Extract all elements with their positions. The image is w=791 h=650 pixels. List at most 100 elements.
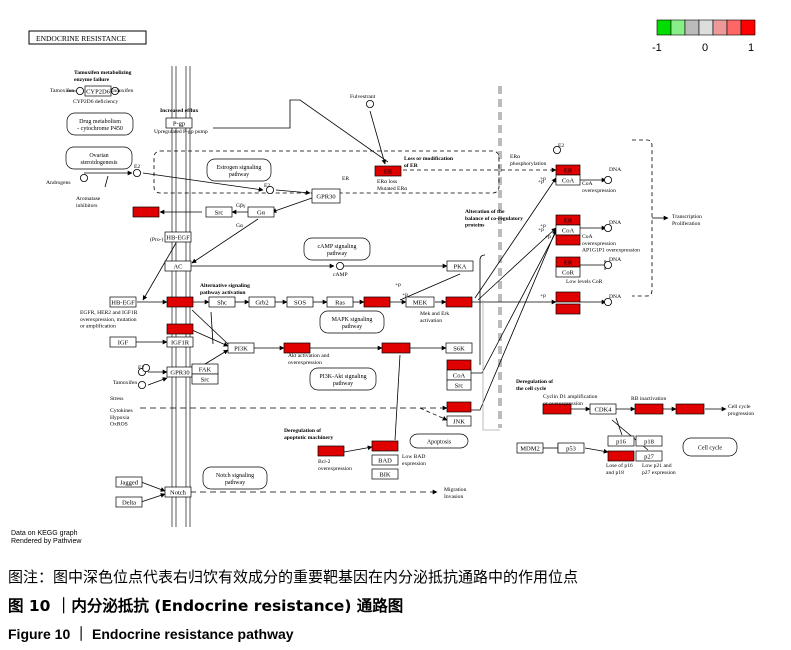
gene-label: p18	[644, 439, 654, 446]
gene-node-notch[interactable]: Notch	[164, 486, 192, 498]
gene-node-p27[interactable]: p27	[635, 450, 663, 462]
gene-node-coa_b[interactable]: CoA	[446, 369, 472, 381]
gene-node-bcl2b[interactable]	[371, 440, 399, 452]
gene-node-p21[interactable]	[607, 450, 635, 462]
pathway-apoptosis[interactable]: Apoptosis	[409, 433, 469, 449]
figure-title-en: Figure 10 ｜ Endocrine resistance pathway	[8, 626, 294, 642]
gene-node-cycd1[interactable]	[542, 403, 572, 415]
gene-node-delta[interactable]: Delta	[115, 496, 143, 508]
gene-node-src[interactable]: Src	[205, 206, 233, 218]
gene-node-bcl2[interactable]	[317, 445, 345, 457]
gene-node-gpr30b[interactable]: GPR30	[166, 366, 194, 378]
gene-node-mtor[interactable]	[381, 342, 411, 354]
gene-node-cor[interactable]: CoR	[555, 266, 581, 278]
gene-node-gpr30a[interactable]: GPR30	[311, 188, 341, 204]
gene-node-erb[interactable]	[446, 359, 472, 371]
gene-node-mek[interactable]: MEK	[405, 296, 435, 308]
label-p_c: +p	[540, 176, 546, 182]
label-cyp_def: CYP2D6 deficiency	[73, 98, 118, 105]
gene-node-coa1[interactable]: CoA	[555, 174, 581, 186]
label-coa_over2: AP1G1P1 overexpression	[582, 248, 640, 254]
label-er_lbl: ER	[342, 176, 349, 182]
gene-node-grb2[interactable]: Grb2	[248, 296, 276, 308]
label-egfr_txt: EGFR, HER2 and IGF1R	[80, 310, 138, 316]
color-legend	[656, 19, 756, 36]
gene-label: p53	[566, 446, 576, 453]
label-dna3: DNA	[609, 257, 621, 263]
gene-node-shc[interactable]: Shc	[208, 296, 236, 308]
compound-circle	[604, 297, 613, 306]
gene-node-e2f[interactable]	[675, 403, 705, 415]
label-lose_p16: Lose of p16	[606, 462, 633, 469]
label-p_b: +p	[402, 292, 408, 298]
gene-node-egfr[interactable]	[166, 296, 194, 308]
gene-node-rb[interactable]	[634, 403, 664, 415]
gene-node-erk[interactable]	[445, 296, 473, 308]
compound-circle	[335, 261, 344, 270]
gene-node-akt[interactable]	[283, 342, 311, 354]
label-lose_p16: and p18	[606, 470, 624, 476]
gene-node-pi3k[interactable]: PI3K	[227, 342, 255, 354]
gene-node-hbegf2[interactable]: HB-EGF	[109, 296, 137, 308]
gene-node-src3[interactable]: Src	[446, 379, 472, 391]
label-migration: Invasion	[444, 494, 463, 500]
gene-node-p16[interactable]: p16	[607, 435, 635, 447]
gene-node-ar[interactable]	[132, 206, 160, 218]
label-p_g: +p	[538, 227, 544, 233]
gene-label: MEK	[413, 300, 428, 307]
gene-node-igf[interactable]: IGF	[109, 336, 137, 348]
gene-node-bik[interactable]: BIK	[371, 468, 399, 480]
gene-node-igf1r[interactable]	[166, 323, 194, 335]
pathway-label: MAPK signaling	[332, 317, 373, 323]
pathway-drugmet[interactable]: Drug metabolism- cytochrome P450	[66, 112, 134, 136]
gene-node-sos[interactable]: SOS	[286, 296, 314, 308]
gene-node-er2[interactable]: ER	[555, 164, 581, 176]
gene-node-fos[interactable]	[555, 303, 581, 315]
legend-swatch	[726, 19, 742, 36]
gene-node-igf1r2[interactable]: IGF1R	[166, 336, 194, 348]
gene-node-ac[interactable]: AC	[164, 260, 192, 272]
gene-node-coa2[interactable]: CoA	[555, 224, 581, 236]
gene-node-mdm2[interactable]: MDM2	[516, 442, 544, 454]
gene-node-jun[interactable]	[555, 291, 581, 303]
gene-node-er3b[interactable]	[555, 234, 581, 246]
pathway-cellcycle[interactable]: Cell cycle	[682, 437, 738, 457]
gene-node-er3[interactable]: ER	[555, 214, 581, 226]
gene-node-pgp[interactable]: P-gp	[165, 117, 193, 129]
gene-node-jagged[interactable]: Jagged	[115, 476, 143, 488]
gene-node-jnk[interactable]: JNK	[446, 415, 472, 427]
gene-node-fak[interactable]: FAK	[191, 363, 219, 375]
gene-node-cdk4[interactable]: CDK4	[589, 403, 617, 415]
gene-node-bad[interactable]: BAD	[371, 454, 399, 466]
gene-node-cyp2d6[interactable]: CYP2D6	[84, 85, 112, 97]
gene-node-er4[interactable]: ER	[555, 256, 581, 268]
gene-node-p18[interactable]: p18	[635, 435, 663, 447]
gene-node-s6k[interactable]: S6K	[445, 342, 473, 354]
legend-swatch	[684, 19, 700, 36]
gene-node-src2[interactable]: Src	[191, 373, 219, 385]
gene-label: ER	[564, 218, 573, 225]
legend-swatch	[656, 19, 672, 36]
gene-label: IGF	[118, 340, 129, 347]
label-lowbad: expression	[402, 461, 426, 467]
gene-node-hbegf[interactable]: HB-EGF	[164, 231, 192, 243]
transcription-bracket	[632, 139, 653, 297]
gene-node-p38[interactable]	[446, 401, 472, 413]
gene-node-raf[interactable]	[363, 296, 391, 308]
gene-node-pka[interactable]: PKA	[446, 260, 474, 272]
gene-node-p53[interactable]: p53	[557, 442, 585, 454]
gene-node-er1[interactable]: ER	[374, 165, 402, 177]
label-pgp_up: Upregulated P-gp pump	[154, 129, 208, 135]
label-camp_lbl: cAMP	[333, 272, 348, 278]
gene-node-ga[interactable]: Gα	[247, 206, 275, 218]
compound-circle	[365, 100, 374, 109]
gene-node-ras[interactable]: Ras	[326, 296, 354, 308]
gene-label: CoA	[562, 228, 575, 235]
